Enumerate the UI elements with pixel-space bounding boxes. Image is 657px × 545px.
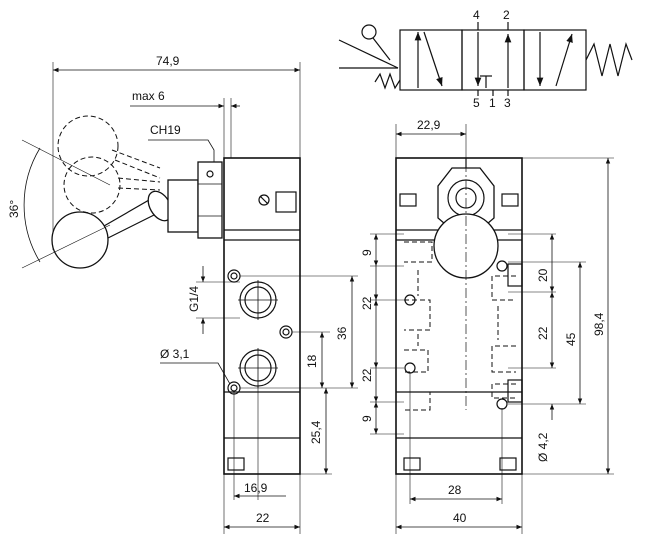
label-ch19: CH19 — [150, 123, 181, 137]
dim-9-top: 9 — [360, 249, 374, 256]
dim-angle: 36° — [7, 200, 21, 218]
dim-overall-width: 74,9 — [156, 54, 180, 68]
dim-20: 20 — [536, 268, 550, 282]
lever-ball-icon — [361, 24, 377, 40]
front-hole-right-top — [496, 260, 508, 272]
body-screw — [258, 194, 270, 206]
front-view: 22,9 — [360, 118, 614, 534]
front-slot-top — [507, 263, 523, 287]
front-hole-left-top — [404, 294, 416, 306]
dim-hole-front: Ø 4,2 — [536, 432, 550, 462]
dim-22-bottom: 22 — [256, 511, 270, 525]
dim-9-bottom: 9 — [360, 415, 374, 422]
dim-22-9: 22,9 — [417, 118, 441, 132]
lever-ghost-mid — [63, 156, 121, 214]
lever-bushing — [167, 179, 199, 233]
flow-arrow — [555, 33, 573, 87]
lever-line — [372, 37, 391, 61]
ch19-leader — [148, 139, 215, 162]
dim-22-b: 22 — [360, 368, 374, 382]
valve-body-side — [223, 157, 301, 475]
dim-28: 28 — [448, 483, 462, 497]
dim-98-4: 98,4 — [592, 312, 606, 336]
dim-port-thread: G1/4 — [187, 286, 201, 312]
port-label-5: 5 — [473, 96, 480, 110]
dim-36: 36 — [335, 326, 349, 340]
dim-45: 45 — [564, 332, 578, 346]
lever-angle — [338, 39, 399, 69]
dim-max: max 6 — [132, 89, 165, 103]
valve-box-right — [523, 29, 587, 91]
lever-ball — [51, 211, 109, 269]
dim-40: 40 — [453, 511, 467, 525]
dim-16-9: 16,9 — [244, 481, 268, 495]
port-label-1: 1 — [489, 96, 496, 110]
nut-mark — [206, 170, 214, 178]
body-recess — [275, 191, 297, 213]
dim-25-4: 25,4 — [309, 420, 323, 444]
side-view: 74,9 max 6 CH19 36° — [7, 54, 358, 534]
dim-18: 18 — [305, 354, 319, 368]
hex-nut — [197, 161, 223, 239]
front-recess-right — [501, 193, 519, 207]
dim-22-right: 22 — [536, 326, 550, 340]
dim-22-a: 22 — [360, 296, 374, 310]
lever-ghost-upper — [57, 115, 119, 177]
front-foot-left — [403, 457, 421, 471]
hole-leader — [160, 362, 231, 385]
valve-box-left — [399, 29, 463, 91]
dim-hole-side: Ø 3,1 — [160, 347, 190, 361]
port-label-4: 4 — [473, 8, 480, 22]
flow-arrow — [423, 31, 443, 87]
right-spring-icon — [585, 41, 633, 77]
port-label-2: 2 — [503, 8, 510, 22]
valve-symbol: 4 2 5 1 3 — [338, 8, 633, 110]
left-spring-icon — [374, 72, 401, 90]
port-label-3: 3 — [504, 96, 511, 110]
body-foot — [227, 457, 245, 471]
front-foot-right — [499, 457, 517, 471]
valve-box-mid — [461, 29, 525, 91]
front-slot-bottom — [507, 379, 523, 403]
front-recess-left — [399, 193, 417, 207]
angle-arc — [23, 147, 41, 263]
